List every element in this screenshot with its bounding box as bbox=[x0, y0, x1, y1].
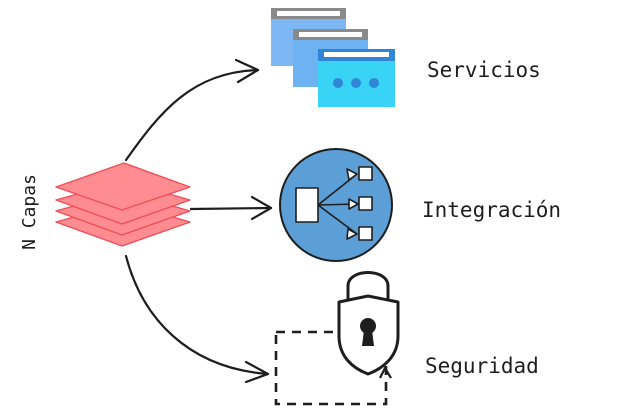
arrow-to-integracion bbox=[189, 206, 273, 211]
integracion-label: Integración bbox=[422, 198, 562, 222]
ncapas-label: N Capas bbox=[19, 174, 40, 250]
shield-lock-icon bbox=[274, 271, 400, 406]
seguridad-label: Seguridad bbox=[425, 354, 539, 378]
arrowhead-servicios bbox=[234, 58, 260, 84]
arrow-to-seguridad bbox=[124, 254, 270, 376]
browser-windows-icon bbox=[271, 8, 395, 107]
integration-hub-icon bbox=[279, 148, 393, 262]
arrowhead-integracion bbox=[250, 195, 273, 221]
servicios-label: Servicios bbox=[427, 58, 541, 82]
arrow-to-servicios bbox=[124, 68, 260, 162]
arrowhead-seguridad bbox=[244, 360, 270, 384]
stacked-layers-icon bbox=[55, 162, 191, 247]
